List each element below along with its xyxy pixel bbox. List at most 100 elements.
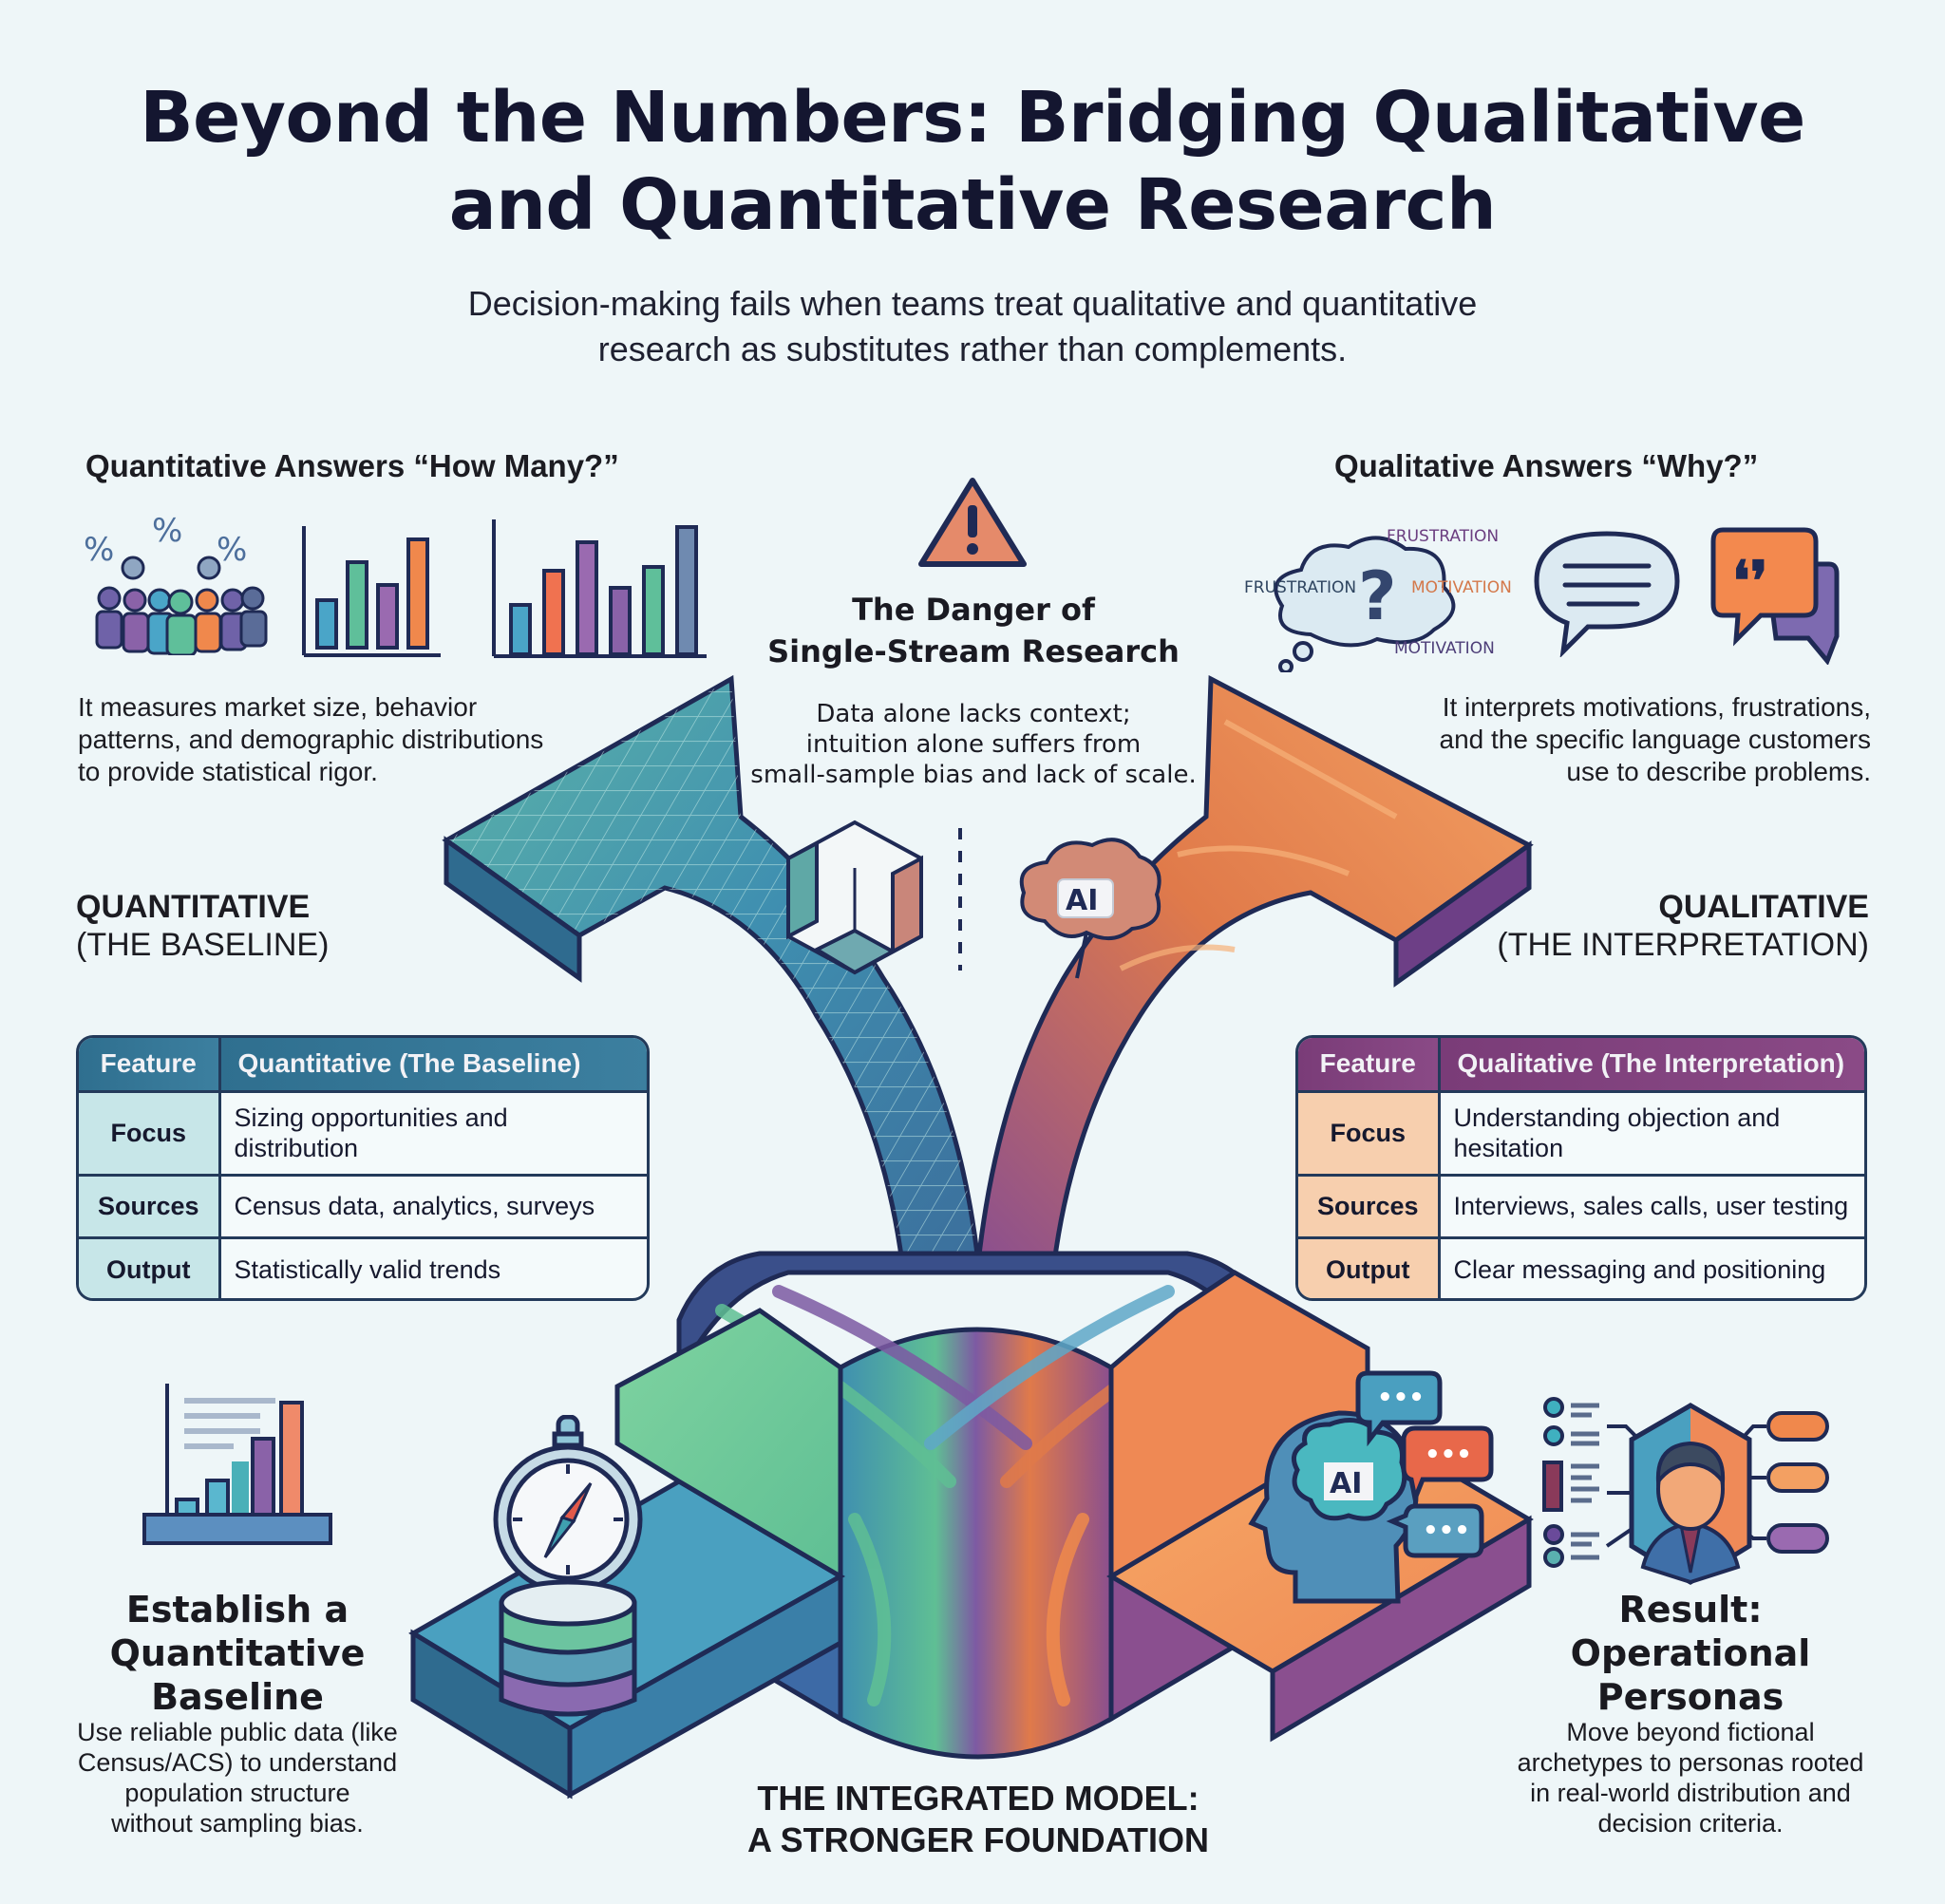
title-line-2: and Quantitative Research (448, 164, 1497, 246)
desc-line: to provide statistical rigor. (78, 757, 378, 786)
step-heading-line: Quantitative (109, 1632, 366, 1674)
row-key: Sources (79, 1173, 221, 1237)
danger-heading-line: The Danger of (852, 592, 1095, 628)
step-heading-line: Personas (1596, 1676, 1784, 1718)
ai-cloud-icon: AI (1019, 838, 1161, 979)
persona-profile-icon (1542, 1397, 1829, 1585)
quantitative-label: QUANTITATIVE (THE BASELINE) (76, 888, 329, 964)
row-key: Output (79, 1235, 221, 1298)
table-row: Focus Sizing opportunities and distribut… (79, 1089, 647, 1175)
chat-dots: ••• (1377, 1384, 1425, 1412)
step-body-line: without sampling bias. (111, 1809, 364, 1838)
danger-heading-line: Single-Stream Research (767, 633, 1180, 669)
label-line: (THE BASELINE) (76, 927, 330, 963)
cloud-word: MOTIVATION (1394, 639, 1495, 658)
step-heading-line: Operational (1570, 1632, 1811, 1674)
danger-body-line: Data alone lacks context; (816, 700, 1131, 728)
row-value: Understanding objection and hesitation (1439, 1089, 1864, 1175)
footer-line: THE INTEGRATED MODEL: (757, 1779, 1199, 1818)
table-row: Sources Census data, analytics, surveys (79, 1173, 647, 1237)
svg-text:%: % (217, 531, 247, 569)
row-value: Clear messaging and positioning (1439, 1235, 1864, 1298)
row-key: Focus (1298, 1089, 1441, 1175)
quantitative-feature-table: Feature Quantitative (The Baseline) Focu… (76, 1035, 650, 1301)
table-header: Feature (1298, 1038, 1441, 1091)
step-body-line: Move beyond fictional (1566, 1718, 1815, 1746)
step-body-line: population structure (124, 1779, 350, 1807)
quote-bubbles-icon: ❛❜ (1710, 527, 1840, 665)
danger-body: Data alone lacks context; intuition alon… (722, 699, 1225, 790)
row-value: Census data, analytics, surveys (219, 1173, 647, 1237)
people-percent-icon: %%% (84, 513, 268, 655)
page-subtitle: Decision-making fails when teams treat q… (0, 281, 1945, 372)
table-header: Qualitative (The Interpretation) (1439, 1038, 1864, 1091)
label-line: (THE INTERPRETATION) (1497, 927, 1869, 963)
step-heading-line: Establish a (125, 1589, 349, 1631)
thought-cloud-icon: ? FRUSTRATION FRUSTRATION MOTIVATION MOT… (1244, 527, 1512, 672)
title-line-1: Beyond the Numbers: Bridging Qualitative (140, 77, 1805, 159)
question-mark-icon: ? (1358, 557, 1397, 635)
desc-line: patterns, and demographic distributions (78, 725, 544, 754)
chat-dots: ••• (1423, 1517, 1470, 1545)
baseline-chart-icon (142, 1384, 332, 1545)
quantitative-description: It measures market size, behavior patter… (78, 691, 610, 788)
bar-chart-icon (492, 519, 707, 658)
table-row: Output Clear messaging and positioning (1298, 1235, 1864, 1298)
step-body-line: Use reliable public data (like (77, 1718, 398, 1746)
ai-label: AI (1066, 884, 1098, 917)
cloud-word: FRUSTRATION (1244, 578, 1356, 597)
baseline-step-body: Use reliable public data (like Census/AC… (57, 1717, 418, 1838)
desc-line: It measures market size, behavior (78, 692, 478, 722)
step-heading-line: Baseline (151, 1676, 324, 1718)
step-body-line: archetypes to personas rooted (1517, 1748, 1864, 1777)
row-key: Sources (1298, 1173, 1441, 1237)
speech-bubble-icon (1534, 531, 1680, 657)
subtitle-line-1: Decision-making fails when teams treat q… (467, 284, 1478, 323)
compass-database-icon (493, 1415, 643, 1717)
table-header: Quantitative (The Baseline) (219, 1038, 647, 1091)
divider-dashed (958, 828, 962, 971)
value-line: hesitation (1453, 1134, 1564, 1162)
svg-text:%: % (152, 513, 182, 550)
step-heading-line: Result: (1618, 1589, 1763, 1631)
baseline-step-heading: Establish a Quantitative Baseline (57, 1588, 418, 1719)
row-value: Statistically valid trends (219, 1235, 647, 1298)
row-key: Focus (79, 1089, 221, 1175)
desc-line: use to describe problems. (1566, 757, 1871, 786)
subtitle-line-2: research as substitutes rather than comp… (597, 330, 1348, 368)
incomplete-cube-icon (786, 820, 923, 975)
svg-text:%: % (84, 531, 114, 569)
ai-label: AI (1330, 1467, 1362, 1500)
table-row: Sources Interviews, sales calls, user te… (1298, 1173, 1864, 1237)
danger-body-line: intuition alone suffers from (805, 730, 1142, 759)
qualitative-description: It interprets motivations, frustrations,… (1358, 691, 1872, 788)
desc-line: and the specific language customers (1439, 725, 1872, 754)
danger-body-line: small-sample bias and lack of scale. (750, 761, 1197, 789)
integrated-model-caption: THE INTEGRATED MODEL: A STRONGER FOUNDAT… (703, 1778, 1254, 1861)
step-body-line: Census/ACS) to understand (77, 1748, 398, 1777)
table-row: Output Statistically valid trends (79, 1235, 647, 1298)
cloud-word: FRUSTRATION (1387, 527, 1499, 546)
row-value: Sizing opportunities and distribution (219, 1089, 647, 1175)
personas-step-heading: Result: Operational Personas (1501, 1588, 1880, 1719)
label-line: QUALITATIVE (1658, 889, 1869, 925)
desc-line: It interprets motivations, frustrations, (1442, 692, 1871, 722)
row-key: Output (1298, 1235, 1441, 1298)
cloud-word: MOTIVATION (1411, 578, 1512, 597)
qualitative-heading: Qualitative Answers “Why?” (1334, 448, 1759, 483)
label-line: QUANTITATIVE (76, 889, 311, 925)
chat-bubbles-icon: ••• ••• ••• (1355, 1370, 1494, 1558)
step-body-line: in real-world distribution and (1530, 1779, 1851, 1807)
table-row: Focus Understanding objection and hesita… (1298, 1089, 1864, 1175)
table-header: Feature (79, 1038, 221, 1091)
quote-glyph: ❛❜ (1732, 549, 1767, 613)
qualitative-feature-table: Feature Qualitative (The Interpretation)… (1295, 1035, 1867, 1301)
row-value: Interviews, sales calls, user testing (1439, 1173, 1864, 1237)
qualitative-label: QUALITATIVE (THE INTERPRETATION) (1425, 888, 1869, 964)
value-line: Sizing opportunities and (234, 1103, 508, 1132)
step-body-line: decision criteria. (1597, 1809, 1784, 1838)
danger-heading: The Danger of Single-Stream Research (722, 589, 1225, 672)
page-title: Beyond the Numbers: Bridging Qualitative… (0, 74, 1945, 249)
bar-chart-icon (302, 526, 441, 657)
quantitative-heading: Quantitative Answers “How Many?” (85, 448, 619, 483)
